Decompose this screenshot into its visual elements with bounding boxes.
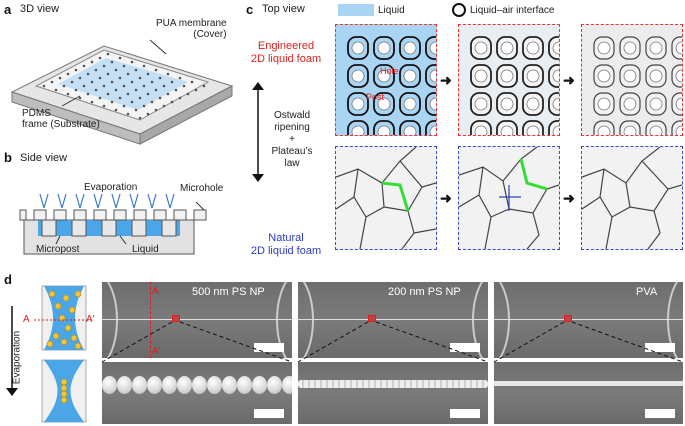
hole-label: Hole [380,66,399,76]
natural-foam-label: Natural 2D liquid foam [250,232,322,257]
sem-zoom-pva [494,362,683,424]
cover-label: PUA membrane (Cover) [156,18,227,40]
legend-interface-label: Liquid–air interface [470,5,555,16]
legend-liquid-swatch [338,4,374,16]
microhole-label: Microhole [180,183,224,194]
panel-d-letter: d [4,272,12,287]
panel-a-title: 3D view [20,3,60,15]
post-label: Post [366,92,385,102]
evaporation-vertical-label: Evaporation [11,330,23,385]
panel-b-title: Side view [20,152,68,164]
evaporation-label: Evaporation [84,182,138,193]
natural-foam-image-3 [581,146,683,250]
sem-label-200nm: 200 nm PS NP [388,286,461,298]
sem-zoom-200nm [298,362,488,424]
arrow-right-icon: ➜ [440,190,452,206]
double-arrow-icon [252,82,264,182]
engineered-foam-label: Engineered 2D liquid foam [250,40,322,65]
natural-foam-image-2 [458,146,560,250]
arrow-right-icon: ➜ [563,72,575,88]
side-view-illustration [19,193,207,255]
engineered-foam-image-3 [581,24,683,136]
engineered-foam-image-1 [335,24,437,136]
down-arrow-icon [6,306,18,396]
sem-label-500nm: 500 nm PS NP [192,286,265,298]
arrow-right-icon: ➜ [440,72,452,88]
sem-label-pva: PVA [636,286,658,298]
legend-liquid-label: Liquid [378,5,405,16]
mechanism-label: Ostwald ripening + Plateau’s law [271,110,313,169]
panel-c-letter: c [246,2,254,17]
engineered-foam-image-2 [458,24,560,136]
sem-zoom-500nm [102,362,292,424]
evaporation-schematic [34,285,94,423]
natural-foam-image-1 [335,146,437,250]
a-prime-label-right: A′ [86,314,95,325]
panel-a-letter: a [4,2,12,17]
micropost-label: Micropost [36,244,80,255]
sem-a-prime-label: A′ [152,346,161,357]
panel-b-letter: b [4,150,12,165]
arrow-right-icon: ➜ [563,190,575,206]
sem-a-label: A [152,286,159,297]
liquid-label: Liquid [132,244,159,255]
frame-label: PDMS frame (Substrate) [22,108,100,130]
panel-c-title: Top view [262,3,305,15]
a-label-left: A [23,314,30,325]
legend-interface-icon [452,3,466,17]
device-3d-illustration [10,39,234,145]
